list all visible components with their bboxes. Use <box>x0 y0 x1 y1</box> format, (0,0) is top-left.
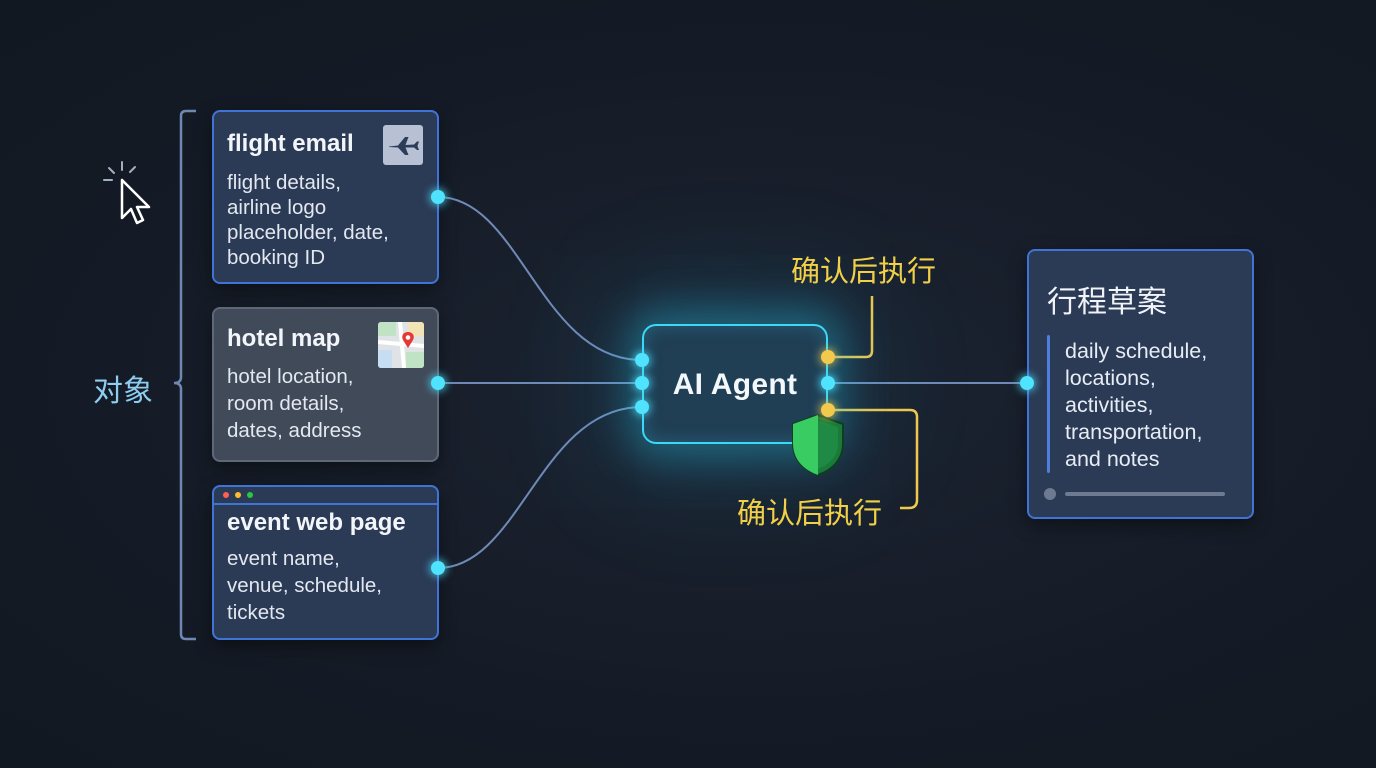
port-confirm-bottom <box>821 403 835 417</box>
ai-agent-label: AI Agent <box>672 368 798 401</box>
confirm-before-execute-top: 确认后执行 <box>791 256 937 288</box>
flight-email-card: flight email flight details, airline log… <box>212 110 439 284</box>
port-agent-in-2 <box>635 376 649 390</box>
footer-dot <box>1044 488 1056 500</box>
inputs-label: 对象 <box>93 375 153 408</box>
hotel-map-card: hotel map hotel location, room details, … <box>212 307 439 462</box>
browser-window-icon <box>214 487 437 505</box>
wire-event-to-agent <box>437 406 643 569</box>
mouse-cursor-icon <box>103 161 151 225</box>
footer-line <box>1065 492 1225 496</box>
hotel-map-title: hotel map <box>227 325 341 352</box>
port-agent-out <box>821 376 835 390</box>
port-agent-in-1 <box>635 353 649 367</box>
quote-bar <box>1047 335 1050 473</box>
itinerary-draft-card: 行程草案 daily schedule, locations, activiti… <box>1027 249 1254 519</box>
ai-agent-node: AI Agent <box>642 324 828 444</box>
wire-flight-to-agent <box>437 196 643 361</box>
event-web-page-title: event web page <box>227 509 406 536</box>
wire-confirm-bottom <box>828 408 919 510</box>
itinerary-draft-details: daily schedule, locations, activities, t… <box>1065 339 1208 471</box>
shield-icon <box>792 413 844 477</box>
confirm-before-execute-bottom: 确认后执行 <box>737 498 883 530</box>
map-pin-icon <box>378 322 424 368</box>
port-output-in <box>1020 376 1034 390</box>
port-hotel-out <box>431 376 445 390</box>
port-flight-out <box>431 190 445 204</box>
inputs-bracket <box>173 109 196 641</box>
airplane-icon <box>383 125 423 165</box>
flight-email-details: flight details, airline logo placeholder… <box>227 171 389 269</box>
flight-email-title: flight email <box>227 130 354 157</box>
itinerary-draft-title: 行程草案 <box>1047 286 1167 319</box>
port-confirm-top <box>821 350 835 364</box>
port-agent-in-3 <box>635 400 649 414</box>
event-web-page-card: event web page event name, venue, schedu… <box>212 485 439 640</box>
event-web-page-details: event name, venue, schedule, tickets <box>227 547 383 624</box>
port-event-out <box>431 561 445 575</box>
hotel-map-details: hotel location, room details, dates, add… <box>227 365 362 442</box>
wire-confirm-top <box>828 296 874 359</box>
